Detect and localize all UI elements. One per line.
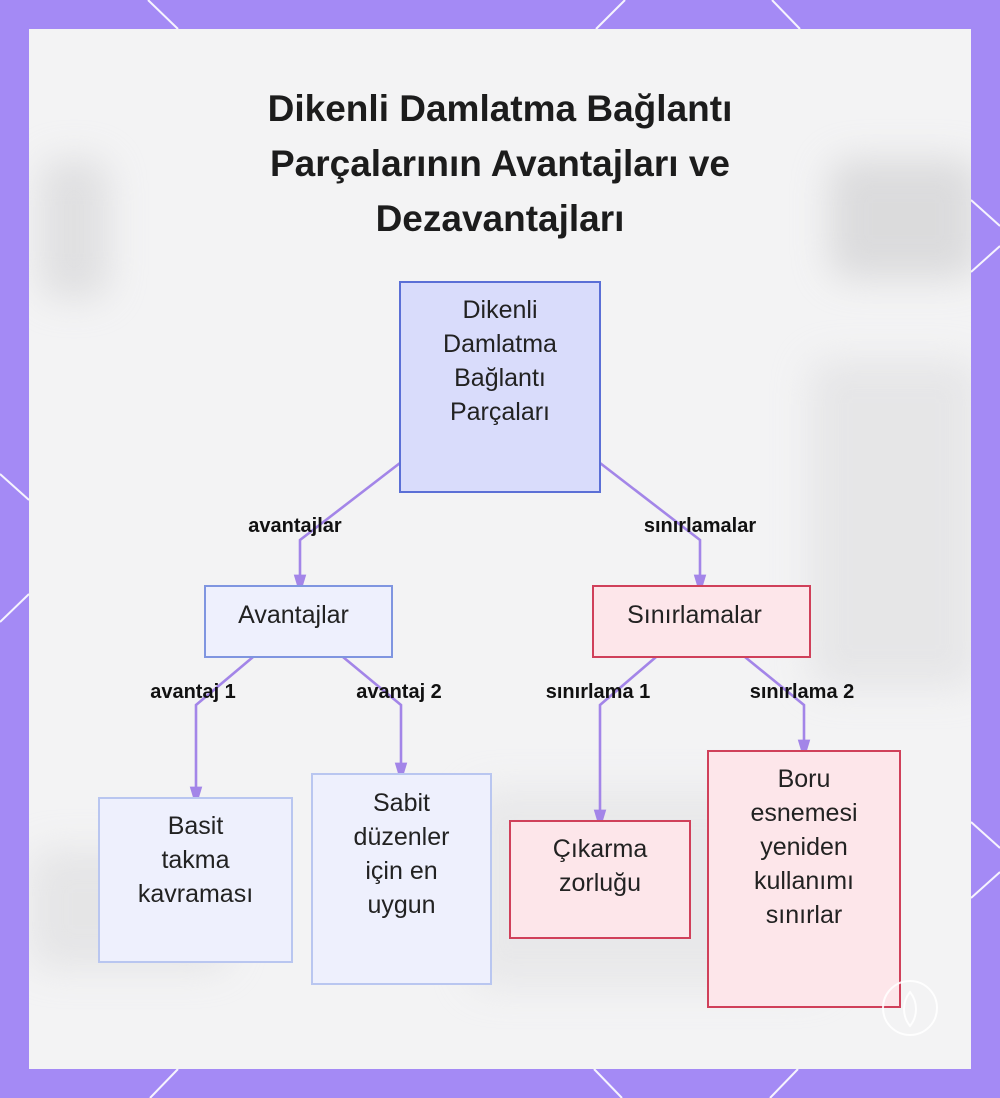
node-adv2-text: düzenler [353, 823, 450, 851]
node-limitations-text: Sınırlamalar [627, 601, 762, 629]
page-title: Dikenli Damlatma Bağlantı Parçalarının A… [29, 81, 971, 246]
edge-limitations-lim2 [744, 655, 811, 761]
edge-label-limitations: sınırlamalar [643, 515, 757, 537]
edge-label-lim2: sınırlama 2 [749, 681, 855, 703]
background-blur [829, 159, 971, 279]
node-root-text: Parçaları [449, 398, 551, 426]
node-root-text: Bağlantı [454, 364, 546, 392]
node-lim2-text: yeniden [760, 833, 848, 861]
edge-label-adv1: avantaj 1 [150, 681, 236, 703]
node-adv2-text: uygun [367, 891, 436, 919]
node-lim1-text: zorluğu [559, 869, 641, 897]
background-blur [39, 159, 109, 299]
node-advantages-text: Avantajlar [238, 601, 349, 629]
title-line: Parçalarının Avantajları ve [270, 143, 730, 184]
edge-advantages-adv1 [189, 656, 254, 808]
edge-root-limitations [599, 461, 707, 596]
background-blur [809, 359, 971, 689]
edge-label-advantages: avantajlar [248, 515, 342, 537]
node-root-text: Dikenli [462, 296, 538, 324]
node-lim2-text: esnemesi [750, 799, 858, 827]
edge-advantages-adv2 [342, 655, 408, 784]
node-lim2-text: sınırlar [765, 901, 843, 929]
title-line: Dikenli Damlatma Bağlantı [267, 88, 733, 129]
leaf-icon [903, 990, 917, 1028]
edge-root-advantages [293, 461, 401, 596]
node-advantages: Avantajlar [204, 585, 393, 658]
node-adv2: Sabit düzenler için en uygun [311, 773, 492, 985]
node-lim2-text: Boru [777, 765, 831, 793]
node-root-text: Damlatma [443, 330, 557, 358]
node-lim1: Çıkarma zorluğu [509, 820, 691, 939]
node-adv1-text: Basit [167, 812, 224, 840]
node-root: Dikenli Damlatma Bağlantı Parçaları [399, 281, 601, 493]
title-line: Dezavantajları [375, 198, 625, 239]
edge-label-lim1: sınırlama 1 [545, 681, 651, 703]
node-adv1-text: takma [161, 846, 230, 874]
watermark-logo [882, 980, 938, 1036]
node-limitations: Sınırlamalar [592, 585, 811, 658]
node-adv1: Basit takma kavraması [98, 797, 293, 963]
edge-label-adv2: avantaj 2 [356, 681, 442, 703]
node-adv1-text: kavraması [137, 880, 254, 908]
node-lim2-text: kullanımı [753, 867, 855, 895]
node-lim1-text: Çıkarma [552, 835, 648, 863]
node-adv2-text: Sabit [373, 789, 430, 817]
node-lim2: Boru esnemesi yeniden kullanımı sınırlar [707, 750, 901, 1008]
node-adv2-text: için en [365, 857, 438, 885]
edge-limitations-lim1 [593, 656, 657, 831]
